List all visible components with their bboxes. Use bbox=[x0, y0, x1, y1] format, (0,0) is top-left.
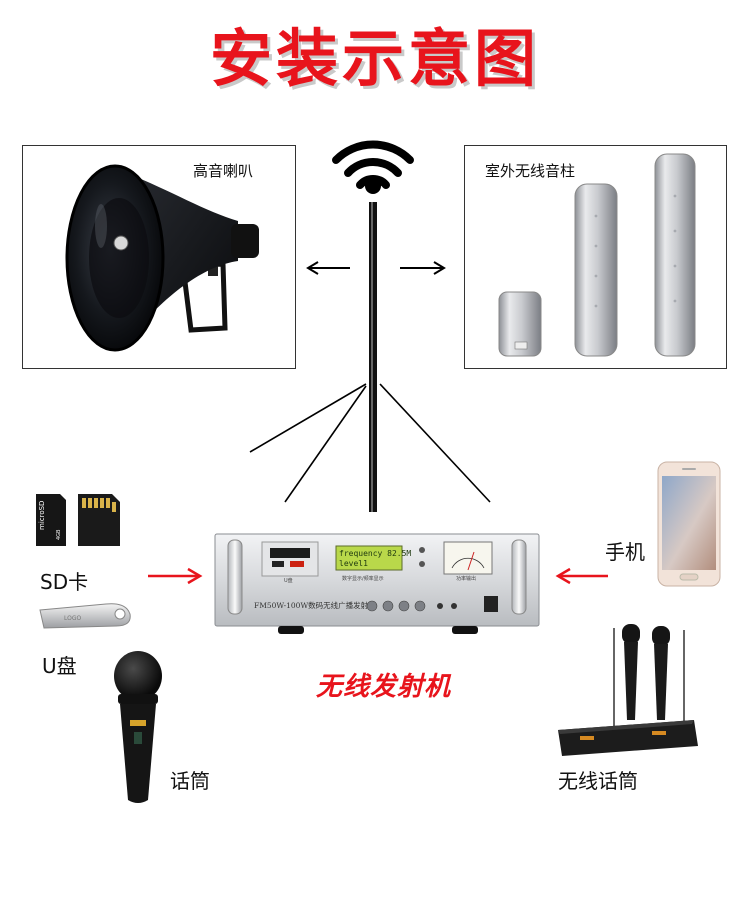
usb-label: U盘 bbox=[42, 650, 77, 679]
transmitter-model: FM50W-100W数码无线广播发射机 bbox=[254, 600, 376, 610]
microphone-icon bbox=[108, 650, 168, 810]
lcd-caption: 数字显示/频率显示 bbox=[342, 575, 384, 582]
sd-card-label: SD卡 bbox=[40, 566, 88, 595]
arrow-right-in bbox=[548, 566, 618, 586]
usb-logo: LOGO bbox=[64, 615, 82, 622]
page-title: 安装示意图 bbox=[0, 8, 750, 98]
sd-card-text: microSD bbox=[38, 501, 46, 530]
arrow-left-in bbox=[140, 566, 210, 586]
wireless-mic-label: 无线话筒 bbox=[558, 765, 638, 794]
sd-card-icon: microSD 4GB bbox=[30, 490, 130, 550]
antenna-icon bbox=[0, 130, 750, 530]
usb-caption: U盘 bbox=[284, 577, 293, 584]
lcd-line-2: level1 bbox=[339, 559, 368, 568]
sd-card-size: 4GB bbox=[56, 529, 62, 540]
phone-icon bbox=[656, 460, 724, 590]
mic-label: 话筒 bbox=[170, 765, 210, 794]
meter-caption: 功率输出 bbox=[456, 575, 476, 582]
transmitter-label: 无线发射机 bbox=[316, 666, 451, 703]
usb-drive-icon: LOGO bbox=[36, 596, 136, 636]
transmitter-icon: U盘 frequency 82.5M level1 数字显示/频率显示 功率输出… bbox=[212, 530, 542, 638]
wireless-mic-icon bbox=[552, 620, 702, 762]
lcd-line-1: frequency 82.5M bbox=[339, 549, 411, 558]
phone-label: 手机 bbox=[605, 536, 645, 565]
